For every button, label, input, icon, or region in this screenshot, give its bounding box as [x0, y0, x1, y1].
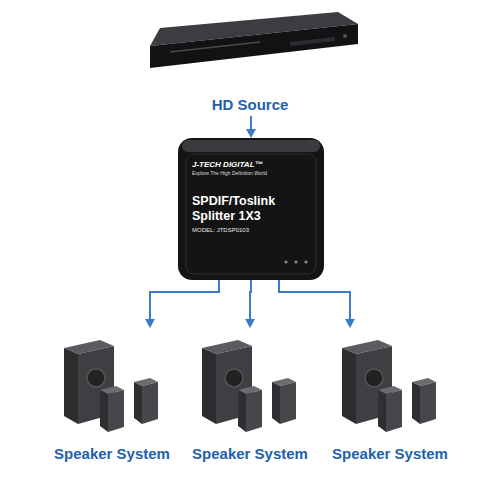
model-number: MODEL: JTDSP0103 [192, 227, 314, 233]
satellite-side [238, 390, 246, 432]
satellite-front [142, 382, 158, 424]
speaker-system: Speaker System [40, 328, 184, 464]
speaker-illustration [178, 328, 322, 438]
subwoofer-side [64, 348, 78, 424]
satellite-front [386, 390, 402, 432]
satellite-side [272, 382, 280, 424]
disc-slot [170, 42, 260, 52]
connector [279, 280, 350, 320]
speaker-illustration [40, 328, 184, 438]
speaker-system: Speaker System [318, 328, 462, 464]
source-device: HD Source [140, 6, 360, 116]
subwoofer-side [342, 348, 356, 424]
node-label: Speaker System [192, 445, 308, 462]
satellite-side [100, 390, 108, 432]
status-led [304, 260, 307, 263]
speaker-system: Speaker System [178, 328, 322, 464]
splitter-device: J-TECH DIGITAL™Explore The High Definiti… [178, 138, 324, 280]
arrow-head [246, 129, 256, 138]
splitter-bezel [186, 154, 316, 274]
splitter-top-face [182, 140, 320, 152]
brand-tagline: Explore The High Definition World [192, 170, 314, 176]
connector [150, 280, 219, 320]
arrow-head [245, 319, 255, 328]
player-button [343, 34, 347, 38]
player-front [150, 24, 358, 68]
product-name: SPDIF/Toslink Splitter 1X3 [192, 194, 302, 224]
player-display [290, 37, 335, 46]
connector [250, 116, 252, 130]
brand-name: J-TECH DIGITAL™ [192, 160, 314, 169]
node-label: Speaker System [54, 445, 170, 462]
node-label: Speaker System [332, 445, 448, 462]
connector [250, 280, 251, 320]
satellite-side [378, 390, 386, 432]
status-led [284, 260, 287, 263]
arrow-head [345, 319, 355, 328]
status-led [294, 260, 297, 263]
subwoofer-side [202, 348, 216, 424]
subwoofer-driver [87, 369, 105, 387]
satellite-front [246, 390, 262, 432]
subwoofer-driver [365, 369, 383, 387]
subwoofer-driver [225, 369, 243, 387]
node-label: HD Source [212, 96, 289, 113]
satellite-front [108, 390, 124, 432]
satellite-front [420, 382, 436, 424]
arrow-head [145, 319, 155, 328]
speaker-illustration [318, 328, 462, 438]
satellite-side [134, 382, 142, 424]
satellite-front [280, 382, 296, 424]
satellite-side [412, 382, 420, 424]
